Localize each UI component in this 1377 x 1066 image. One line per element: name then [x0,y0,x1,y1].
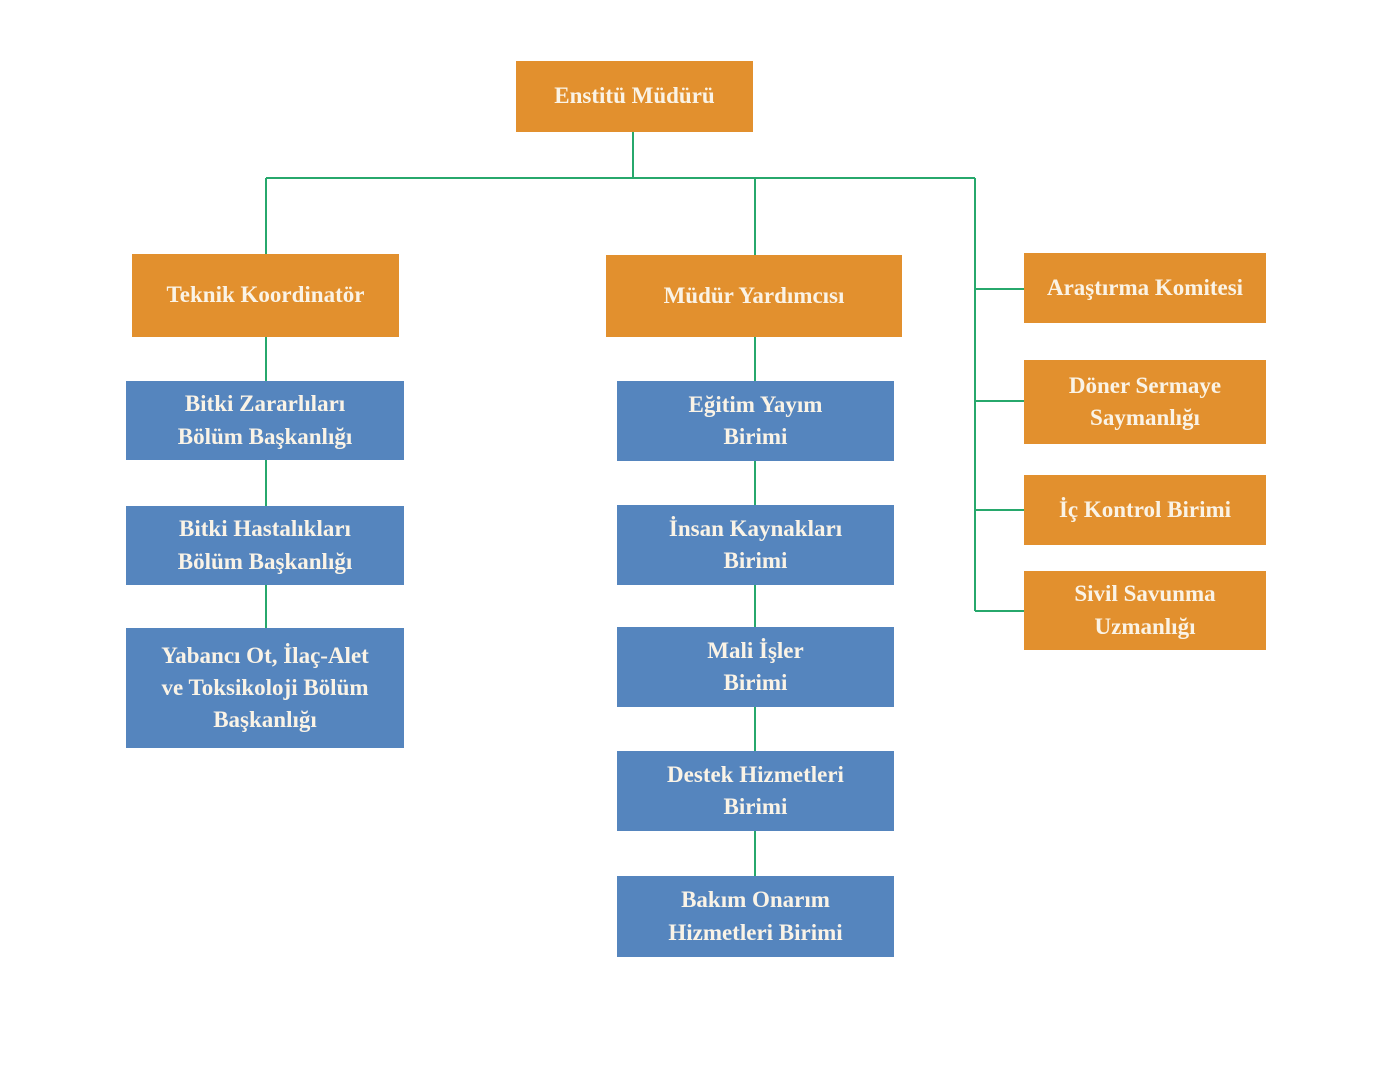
node-bitki-hastaliklari-bolum-baskanligi: Bitki Hastalıkları Bölüm Başkanlığı [126,506,404,585]
node-label: Bitki Zararlıları Bölüm Başkanlığı [177,391,353,449]
node-enstitu-muduru: Enstitü Müdürü [516,61,753,132]
node-ic-kontrol-birimi: İç Kontrol Birimi [1024,475,1266,545]
node-label: İnsan Kaynakları Birimi [668,515,843,573]
node-label: Mali İşler Birimi [707,637,804,695]
node-label: Destek Hizmetleri Birimi [667,761,844,819]
node-mudur-yardimcisi: Müdür Yardımcısı [606,255,902,337]
node-label: Eğitim Yayım Birimi [688,391,823,449]
node-label: İç Kontrol Birimi [1058,496,1232,522]
node-label: Araştırma Komitesi [1046,274,1244,300]
node-label: Müdür Yardımcısı [663,282,845,308]
node-destek-hizmetleri-birimi: Destek Hizmetleri Birimi [617,751,894,831]
node-label: Bitki Hastalıkları Bölüm Başkanlığı [177,516,353,574]
connector-tree [265,132,1024,876]
node-label: Sivil Savunma Uzmanlığı [1074,581,1216,639]
node-label: Döner Sermaye Saymanlığı [1068,372,1222,430]
node-label: Yabancı Ot, İlaç-Alet ve Toksikoloji Böl… [161,642,369,733]
node-label: Enstitü Müdürü [554,83,715,109]
node-bakim-onarim-hizmetleri-birimi: Bakım Onarım Hizmetleri Birimi [617,876,894,957]
node-doner-sermaye-saymanligi: Döner Sermaye Saymanlığı [1024,360,1266,444]
node-insan-kaynaklari-birimi: İnsan Kaynakları Birimi [617,505,894,585]
node-sivil-savunma-uzmanligi: Sivil Savunma Uzmanlığı [1024,571,1266,650]
node-label: Teknik Koordinatör [166,282,365,308]
node-bitki-zararlilari-bolum-baskanligi: Bitki Zararlıları Bölüm Başkanlığı [126,381,404,460]
node-egitim-yayim-birimi: Eğitim Yayım Birimi [617,381,894,461]
node-mali-isler-birimi: Mali İşler Birimi [617,627,894,707]
node-label: Bakım Onarım Hizmetleri Birimi [668,887,843,945]
node-teknik-koordinator: Teknik Koordinatör [132,254,399,337]
node-yabanci-ot-ilac-alet-toksikoloji-bolum-baskanligi: Yabancı Ot, İlaç-Alet ve Toksikoloji Böl… [126,628,404,748]
node-arastirma-komitesi: Araştırma Komitesi [1024,253,1266,323]
